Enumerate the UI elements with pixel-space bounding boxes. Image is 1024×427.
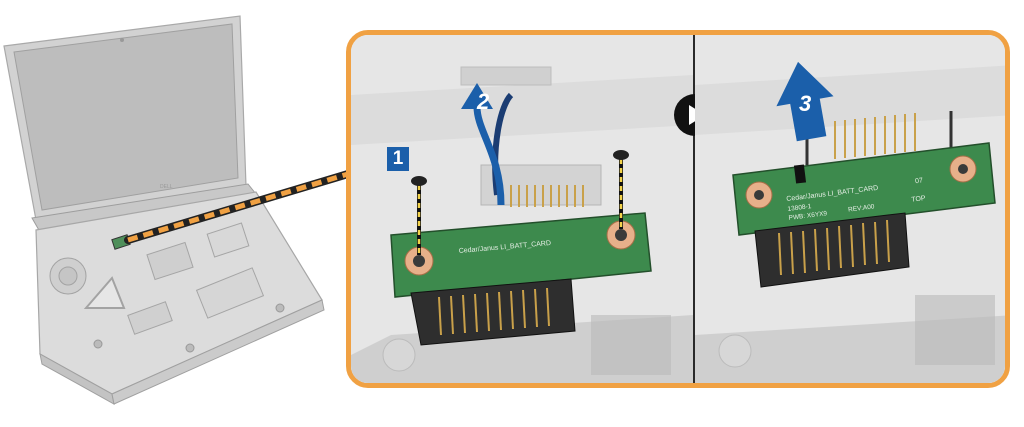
- board-label-right-top: TOP: [911, 195, 926, 204]
- detail-scene-left: Cedar/Janus LI_BATT_CARD: [351, 35, 693, 383]
- step-3-label: 3: [799, 91, 812, 116]
- battery-connector-socket: [410, 278, 576, 346]
- arrow-up-icon: [776, 61, 834, 142]
- step-2-label: 2: [477, 89, 490, 114]
- detail-panel-step3: Cedar/Janus LI_BATT_CARD 13808-1 PWB: X6…: [695, 35, 1005, 383]
- battery-connector-board: Cedar/Janus LI_BATT_CARD: [390, 212, 652, 298]
- screw-icon: [613, 150, 629, 229]
- board-label-right-line3: PWB: X6YX9: [788, 210, 828, 222]
- arrow-up-icon: [461, 83, 505, 206]
- detail-frame: Cedar/Janus LI_BATT_CARD: [346, 30, 1010, 388]
- board-label-right-line2: 13808-1: [787, 203, 812, 213]
- laptop-lid: DELL: [3, 15, 247, 221]
- detail-scene-right: Cedar/Janus LI_BATT_CARD 13808-1 PWB: X6…: [695, 35, 1005, 383]
- battery-connector-socket: [754, 212, 910, 288]
- board-label-right-line4: REV:A00: [848, 203, 876, 213]
- battery-connector-board: Cedar/Janus LI_BATT_CARD 13808-1 PWB: X6…: [732, 142, 996, 236]
- laptop-overview-illustration: DELL: [3, 15, 350, 405]
- screw-icon: [411, 176, 427, 255]
- step-1-badge: 1: [387, 147, 409, 171]
- panel-divider: [693, 35, 695, 383]
- laptop-base: [35, 191, 325, 405]
- detail-panel-step1-2: Cedar/Janus LI_BATT_CARD: [351, 35, 693, 383]
- board-label-right-07: 07: [915, 177, 924, 185]
- svg-text:DELL: DELL: [160, 184, 173, 190]
